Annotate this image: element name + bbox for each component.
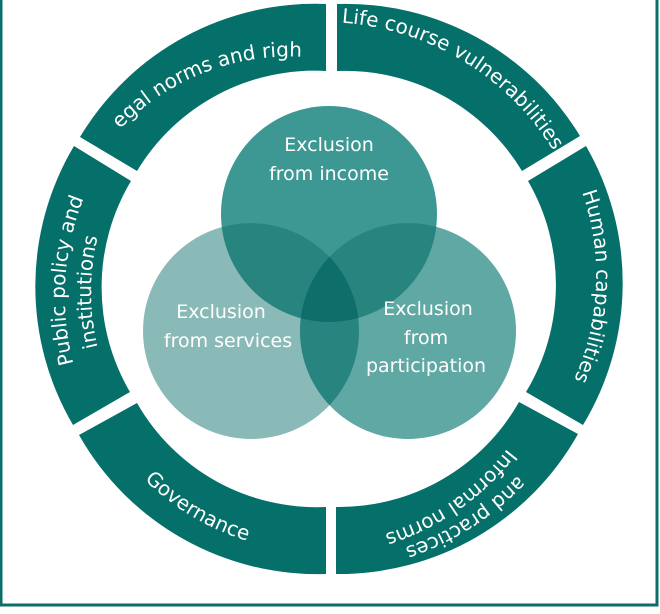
ring-segment-public-policy (35, 146, 131, 425)
ring-segment-life-course (337, 3, 580, 171)
ring-segment-informal-norms (336, 402, 578, 575)
services-label-line1: Exclusion (176, 301, 266, 323)
ring-segment-human-capabilities (526, 146, 623, 425)
ring-segment-governance (79, 403, 326, 575)
participation-label-line1: Exclusion (383, 298, 473, 320)
participation-label-line2: from (404, 327, 448, 349)
services-label-line2: from services (164, 330, 292, 352)
outer-ring (35, 3, 623, 575)
overlap-income-services (221, 223, 359, 322)
venn-diagram (143, 106, 516, 439)
participation-label-line3: participation (366, 355, 486, 377)
income-label-line2: from income (269, 163, 389, 185)
overlap-income-participation (300, 223, 437, 322)
income-label-line1: Exclusion (284, 134, 374, 156)
ring-segment-legal (80, 3, 326, 172)
